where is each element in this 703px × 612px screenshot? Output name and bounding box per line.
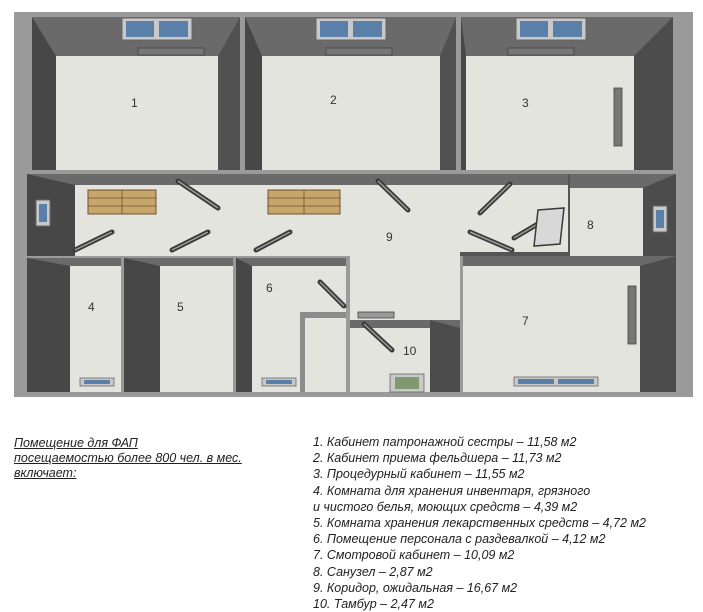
room-label-4: 4 bbox=[88, 300, 95, 314]
room-label-3: 3 bbox=[522, 96, 529, 110]
legend-line: 3. Процедурный кабинет – 11,55 м2 bbox=[313, 467, 525, 482]
legend-item-3: 3. Процедурный кабинет – 11,55 м2 bbox=[313, 466, 698, 482]
room-label-10: 10 bbox=[403, 344, 417, 358]
window-room-1 bbox=[121, 17, 205, 56]
room-6 bbox=[236, 258, 346, 392]
radiator-room-3 bbox=[613, 87, 623, 147]
legend-item-8: 8. Санузел – 2,87 м2 bbox=[313, 564, 698, 580]
room-label-8: 8 bbox=[587, 218, 594, 232]
bench-center bbox=[267, 189, 341, 215]
caption-line: Помещение для ФАП bbox=[14, 436, 138, 450]
caption-line: посещаемостью более 800 чел. в мес. bbox=[14, 451, 242, 465]
legend-item-4: 4. Комната для хранения инвентаря, грязн… bbox=[313, 483, 698, 515]
legend-item-9: 9. Коридор, ожидальная – 16,67 м2 bbox=[313, 580, 698, 596]
legend-item-2: 2. Кабинет приема фельдшера – 11,73 м2 bbox=[313, 450, 698, 466]
room-8 bbox=[570, 174, 676, 256]
room-7 bbox=[463, 256, 676, 392]
legend-line: 5. Комната хранения лекарственных средст… bbox=[313, 516, 646, 531]
window-left bbox=[35, 199, 51, 227]
room-label-2: 2 bbox=[330, 93, 337, 107]
room-label-6: 6 bbox=[266, 281, 273, 295]
legend-item-7: 7. Смотровой кабинет – 10,09 м2 bbox=[313, 547, 698, 563]
legend-item-5: 5. Комната хранения лекарственных средст… bbox=[313, 515, 698, 531]
room-label-5: 5 bbox=[177, 300, 184, 314]
entrance-door bbox=[389, 373, 425, 393]
room-5 bbox=[124, 258, 233, 392]
vestibule-threshold bbox=[357, 311, 395, 319]
legend-line: 10. Тамбур – 2,47 м2 bbox=[313, 597, 434, 612]
bench-left bbox=[87, 189, 157, 215]
legend-line: 4. Комната для хранения инвентаря, грязн… bbox=[313, 483, 591, 498]
floor-plan: 1 2 3 4 5 6 7 8 9 10 bbox=[14, 12, 693, 397]
room-label-1: 1 bbox=[131, 96, 138, 110]
window-room-6 bbox=[261, 377, 297, 387]
room-legend: 1. Кабинет патронажной сестры – 11,58 м2… bbox=[313, 434, 698, 612]
room-4 bbox=[27, 258, 121, 392]
window-room-4 bbox=[79, 377, 115, 387]
window-room-7 bbox=[513, 376, 599, 387]
plan-caption: Помещение для ФАП посещаемостью более 80… bbox=[14, 436, 284, 481]
room-2 bbox=[245, 17, 456, 170]
sink-room-8 bbox=[533, 207, 565, 247]
window-room-8 bbox=[652, 205, 668, 233]
legend-line: 9. Коридор, ожидальная – 16,67 м2 bbox=[313, 580, 518, 595]
legend-line: 1. Кабинет патронажной сестры – 11,58 м2 bbox=[313, 435, 577, 449]
caption-line: включает: bbox=[14, 466, 77, 480]
legend-line: 8. Санузел – 2,87 м2 bbox=[313, 564, 433, 579]
legend-line: 6. Помещение персонала с раздевалкой – 4… bbox=[313, 532, 606, 547]
window-room-2 bbox=[315, 17, 393, 56]
room-label-9: 9 bbox=[386, 230, 393, 244]
legend-line: и чистого белья, моющих средств – 4,39 м… bbox=[313, 499, 578, 514]
door-leaves bbox=[74, 180, 559, 351]
legend-item-6: 6. Помещение персонала с раздевалкой – 4… bbox=[313, 531, 698, 547]
room-label-7: 7 bbox=[522, 314, 529, 328]
window-room-3 bbox=[507, 17, 587, 56]
legend-line: 7. Смотровой кабинет – 10,09 м2 bbox=[313, 548, 515, 563]
legend-item-1: 1. Кабинет патронажной сестры – 11,58 м2 bbox=[313, 434, 698, 450]
legend-item-10: 10. Тамбур – 2,47 м2 bbox=[313, 596, 698, 612]
legend-line: 2. Кабинет приема фельдшера – 11,73 м2 bbox=[313, 451, 562, 466]
radiator-room-7 bbox=[627, 285, 637, 345]
